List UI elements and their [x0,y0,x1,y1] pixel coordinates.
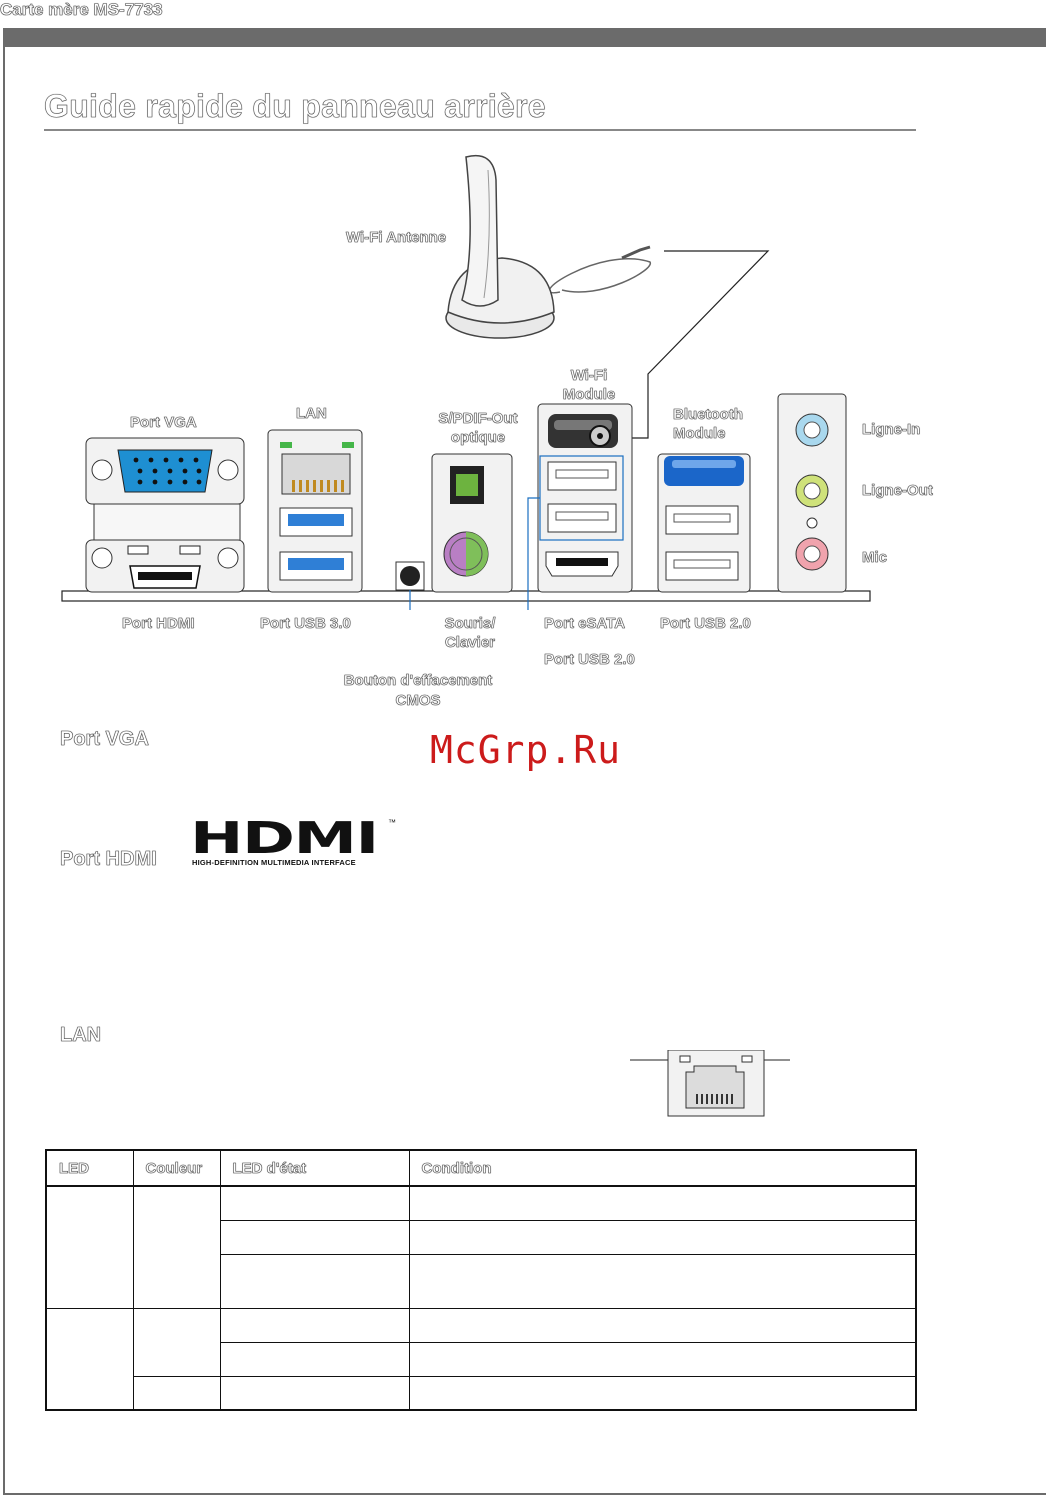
label-wifi-module: Wi-Fi Module [562,367,616,404]
table-cell [45,1307,134,1411]
cmos-button-icon [395,561,425,591]
table-row [46,1253,917,1309]
label-port-hdmi: Port HDMI [122,615,195,633]
wifi-antenna-icon [445,155,555,339]
table-row [45,1307,917,1411]
label-lan: LAN [296,405,327,423]
table-cell [219,1341,410,1377]
header-led-etat: LED d'état [219,1149,410,1187]
label-wifi-antenne: Wi-Fi Antenne [346,229,447,247]
table-header-row: LED Couleur LED d'état Condition [45,1149,917,1187]
section-lan-heading: LAN [60,1024,102,1047]
page-header: Carte mère MS-7733 [0,0,163,19]
label-ligne-in: Ligne-In [862,421,921,439]
table-cell [408,1219,917,1255]
audio-block [777,393,847,593]
table-cell [408,1185,917,1221]
table-cell [132,1375,221,1411]
label-port-esata: Port eSATA [544,615,626,633]
lan-usb3-block [267,429,363,593]
spdif-ps2-block [431,453,513,593]
label-mic: Mic [862,549,888,567]
header-bar [3,28,1046,47]
label-port-usb2-right: Port USB 2.0 [660,615,751,633]
header-led: LED [45,1149,134,1187]
table-row [45,1185,917,1309]
bluetooth-usb-block [657,453,751,593]
label-port-usb2-mid: Port USB 2.0 [544,651,635,669]
section-hdmi-heading: Port HDMI [60,848,157,871]
lan-led-right [741,1055,753,1063]
watermark: McGrp.Ru [430,728,622,772]
table-cell [408,1307,917,1343]
lan-jack-diagram [630,1050,790,1117]
table-cell [219,1219,410,1255]
table-row [46,1219,917,1255]
table-cell [219,1185,410,1221]
table-row [46,1375,917,1411]
table-cell [132,1185,221,1309]
table-cell [132,1307,221,1377]
title-rule [44,129,916,131]
label-spdif: S/PDIF-Out optique [438,410,518,447]
table-cell [408,1375,917,1411]
antenna-connector [621,245,651,260]
table-cell [219,1375,410,1411]
hdmi-logo-wordmark: HDMI [190,813,379,864]
hdmi-logo-tm: ™ [388,818,396,827]
rear-panel-diagram [61,155,871,610]
hdmi-logo: HDMI ™ HIGH-DEFINITION MULTIMEDIA INTERF… [190,817,400,870]
header-couleur: Couleur [132,1149,221,1187]
table-cell [408,1341,917,1377]
label-port-vga: Port VGA [130,414,197,432]
bottom-rule [3,1493,1046,1495]
label-port-usb3: Port USB 3.0 [260,615,351,633]
header-condition: Condition [408,1149,917,1187]
table-cell [45,1185,134,1309]
wifi-usb-esata-block [537,403,633,593]
table-cell [219,1253,410,1309]
label-bouton: Bouton d'effacement [343,672,493,690]
vga-hdmi-block [85,437,245,593]
antenna-cable [548,257,651,294]
led-table: LED Couleur LED d'état Condition [45,1149,917,1411]
wifi-leader-line [620,250,770,439]
hdmi-logo-tagline: HIGH-DEFINITION MULTIMEDIA INTERFACE [192,858,356,867]
label-bluetooth: Bluetooth Module [673,406,744,443]
page-title: Guide rapide du panneau arrière [44,88,546,125]
section-vga-heading: Port VGA [60,728,150,751]
left-rule [3,28,5,1494]
table-cell [219,1307,410,1343]
label-ligne-out: Ligne-Out [862,482,933,500]
label-clavier: Clavier [444,634,496,652]
lan-led-left [679,1055,691,1063]
label-cmos: CMOS [395,692,441,710]
label-souris: Souris/ [444,615,496,633]
table-cell [408,1253,917,1309]
